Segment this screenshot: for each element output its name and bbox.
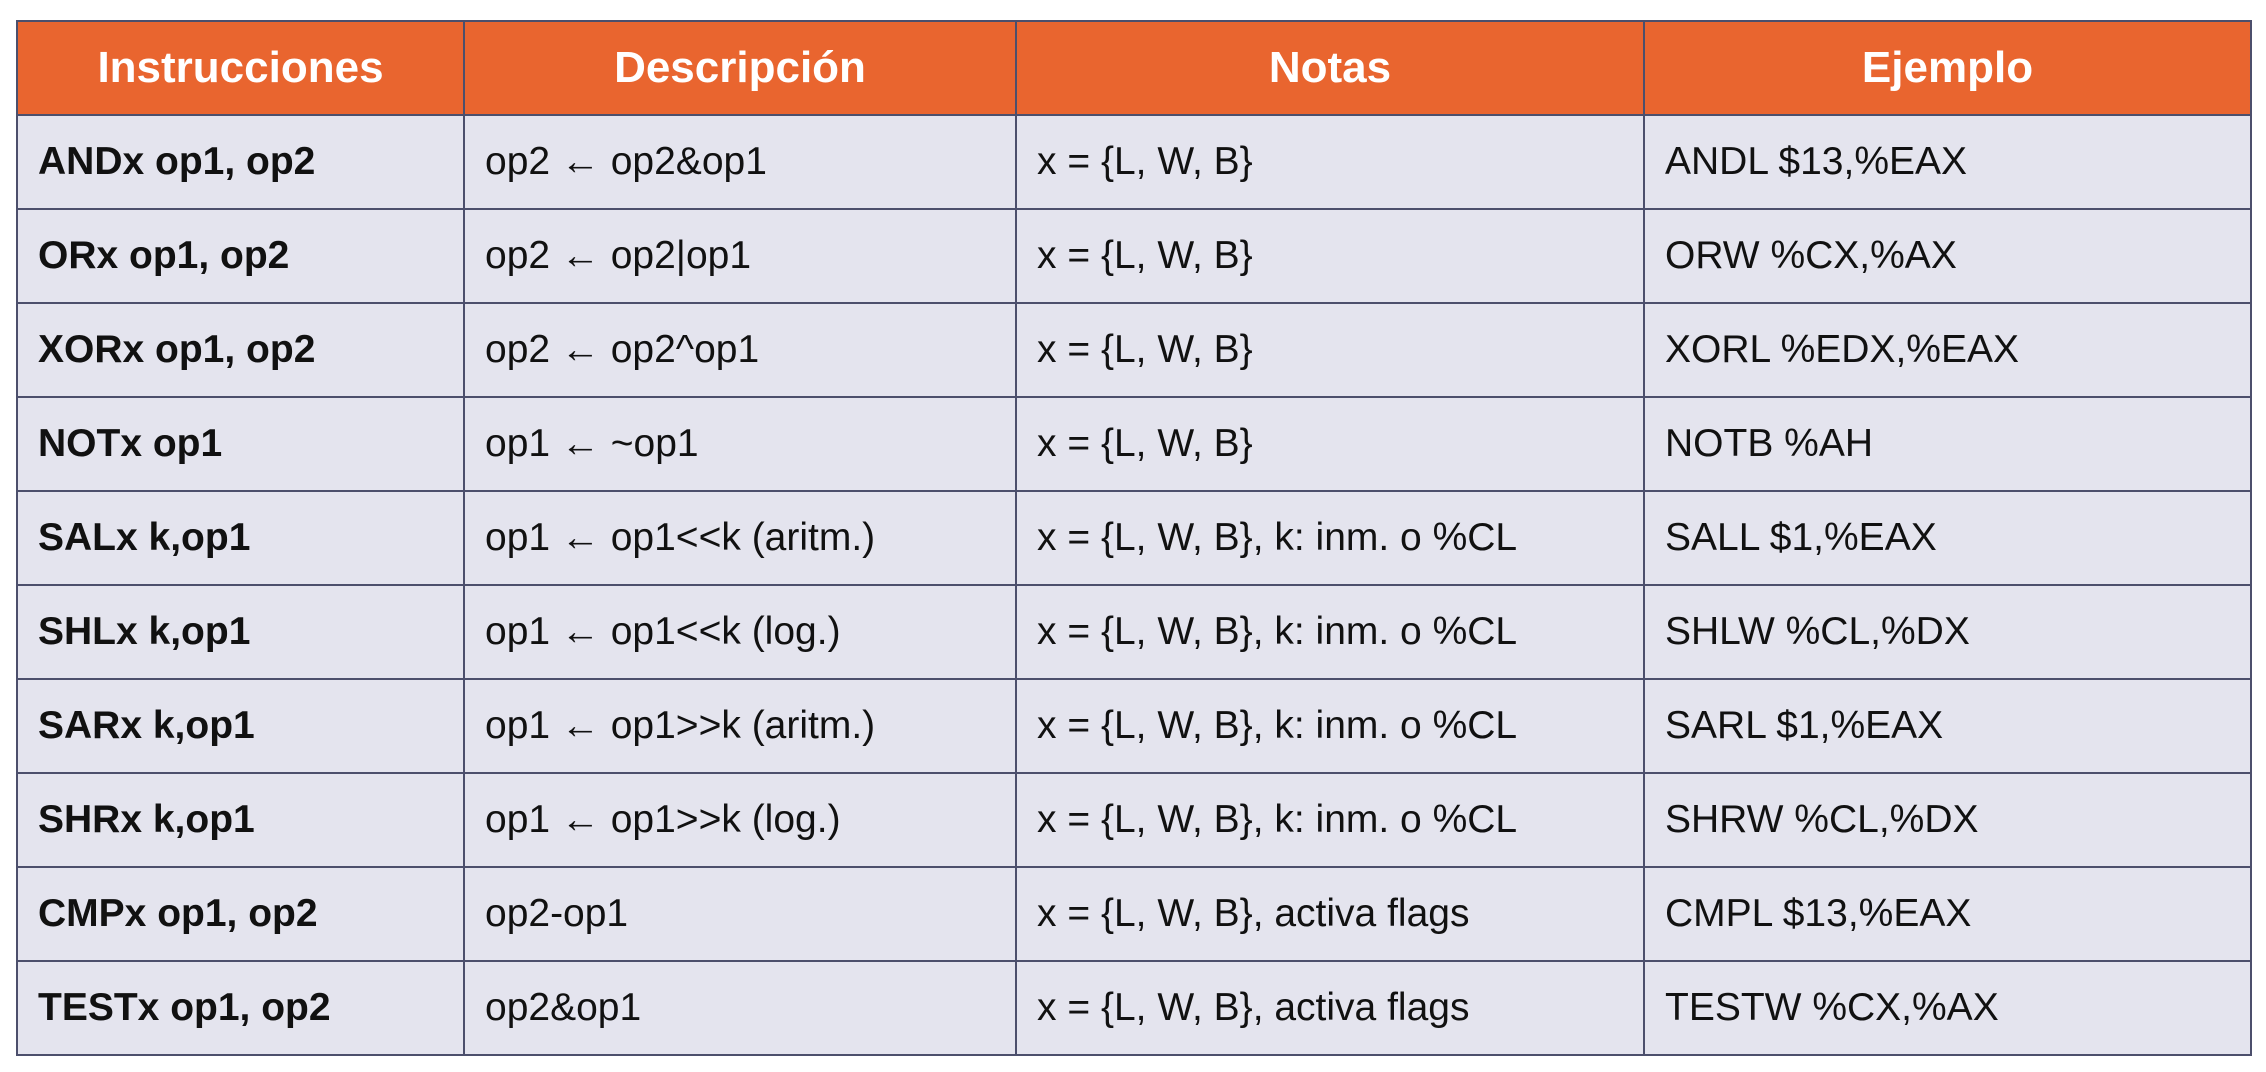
header-ejemplo: Ejemplo — [1643, 20, 2252, 116]
table-row: CMPx op1, op2 op2-op1 x = {L, W, B}, act… — [16, 866, 2252, 962]
cell-descripcion: op1 ← op1<<k (log.) — [463, 584, 1017, 680]
cell-notas: x = {L, W, B}, activa flags — [1015, 960, 1645, 1056]
cell-ejemplo: ANDL $13,%EAX — [1643, 114, 2252, 210]
cell-notas: x = {L, W, B}, activa flags — [1015, 866, 1645, 962]
table-row: SHRx k,op1 op1 ← op1>>k (log.) x = {L, W… — [16, 772, 2252, 868]
cell-instruccion: ANDx op1, op2 — [16, 114, 465, 210]
cell-instruccion: SARx k,op1 — [16, 678, 465, 774]
cell-notas: x = {L, W, B}, k: inm. o %CL — [1015, 490, 1645, 586]
cell-instruccion: SALx k,op1 — [16, 490, 465, 586]
table-row: XORx op1, op2 op2 ← op2^op1 x = {L, W, B… — [16, 302, 2252, 398]
cell-ejemplo: SARL $1,%EAX — [1643, 678, 2252, 774]
cell-ejemplo: ORW %CX,%AX — [1643, 208, 2252, 304]
table-row: ORx op1, op2 op2 ← op2|op1 x = {L, W, B}… — [16, 208, 2252, 304]
table-header: Instrucciones Descripción Notas Ejemplo — [16, 20, 2252, 116]
instructions-table-container: Instrucciones Descripción Notas Ejemplo … — [16, 20, 2252, 1056]
table-row: SALx k,op1 op1 ← op1<<k (aritm.) x = {L,… — [16, 490, 2252, 586]
cell-descripcion: op1 ← op1>>k (log.) — [463, 772, 1017, 868]
cell-notas: x = {L, W, B}, k: inm. o %CL — [1015, 678, 1645, 774]
cell-instruccion: SHLx k,op1 — [16, 584, 465, 680]
cell-descripcion: op2-op1 — [463, 866, 1017, 962]
cell-notas: x = {L, W, B}, k: inm. o %CL — [1015, 584, 1645, 680]
table-body: ANDx op1, op2 op2 ← op2&op1 x = {L, W, B… — [16, 114, 2252, 1056]
header-instrucciones: Instrucciones — [16, 20, 465, 116]
cell-instruccion: XORx op1, op2 — [16, 302, 465, 398]
cell-ejemplo: TESTW %CX,%AX — [1643, 960, 2252, 1056]
cell-ejemplo: CMPL $13,%EAX — [1643, 866, 2252, 962]
cell-notas: x = {L, W, B} — [1015, 302, 1645, 398]
cell-instruccion: ORx op1, op2 — [16, 208, 465, 304]
instructions-table: Instrucciones Descripción Notas Ejemplo … — [16, 20, 2252, 1056]
cell-instruccion: SHRx k,op1 — [16, 772, 465, 868]
cell-descripcion: op2 ← op2|op1 — [463, 208, 1017, 304]
table-row: SHLx k,op1 op1 ← op1<<k (log.) x = {L, W… — [16, 584, 2252, 680]
cell-instruccion: CMPx op1, op2 — [16, 866, 465, 962]
cell-ejemplo: SALL $1,%EAX — [1643, 490, 2252, 586]
table-row: TESTx op1, op2 op2&op1 x = {L, W, B}, ac… — [16, 960, 2252, 1056]
cell-notas: x = {L, W, B}, k: inm. o %CL — [1015, 772, 1645, 868]
cell-ejemplo: XORL %EDX,%EAX — [1643, 302, 2252, 398]
cell-instruccion: NOTx op1 — [16, 396, 465, 492]
table-row: NOTx op1 op1 ← ~op1 x = {L, W, B} NOTB %… — [16, 396, 2252, 492]
header-row: Instrucciones Descripción Notas Ejemplo — [16, 20, 2252, 116]
table-row: ANDx op1, op2 op2 ← op2&op1 x = {L, W, B… — [16, 114, 2252, 210]
table-row: SARx k,op1 op1 ← op1>>k (aritm.) x = {L,… — [16, 678, 2252, 774]
cell-notas: x = {L, W, B} — [1015, 396, 1645, 492]
cell-descripcion: op1 ← ~op1 — [463, 396, 1017, 492]
cell-instruccion: TESTx op1, op2 — [16, 960, 465, 1056]
cell-ejemplo: SHRW %CL,%DX — [1643, 772, 2252, 868]
header-descripcion: Descripción — [463, 20, 1017, 116]
cell-notas: x = {L, W, B} — [1015, 114, 1645, 210]
cell-descripcion: op2 ← op2&op1 — [463, 114, 1017, 210]
cell-ejemplo: SHLW %CL,%DX — [1643, 584, 2252, 680]
cell-descripcion: op1 ← op1>>k (aritm.) — [463, 678, 1017, 774]
cell-descripcion: op2&op1 — [463, 960, 1017, 1056]
cell-ejemplo: NOTB %AH — [1643, 396, 2252, 492]
header-notas: Notas — [1015, 20, 1645, 116]
cell-descripcion: op1 ← op1<<k (aritm.) — [463, 490, 1017, 586]
cell-descripcion: op2 ← op2^op1 — [463, 302, 1017, 398]
cell-notas: x = {L, W, B} — [1015, 208, 1645, 304]
